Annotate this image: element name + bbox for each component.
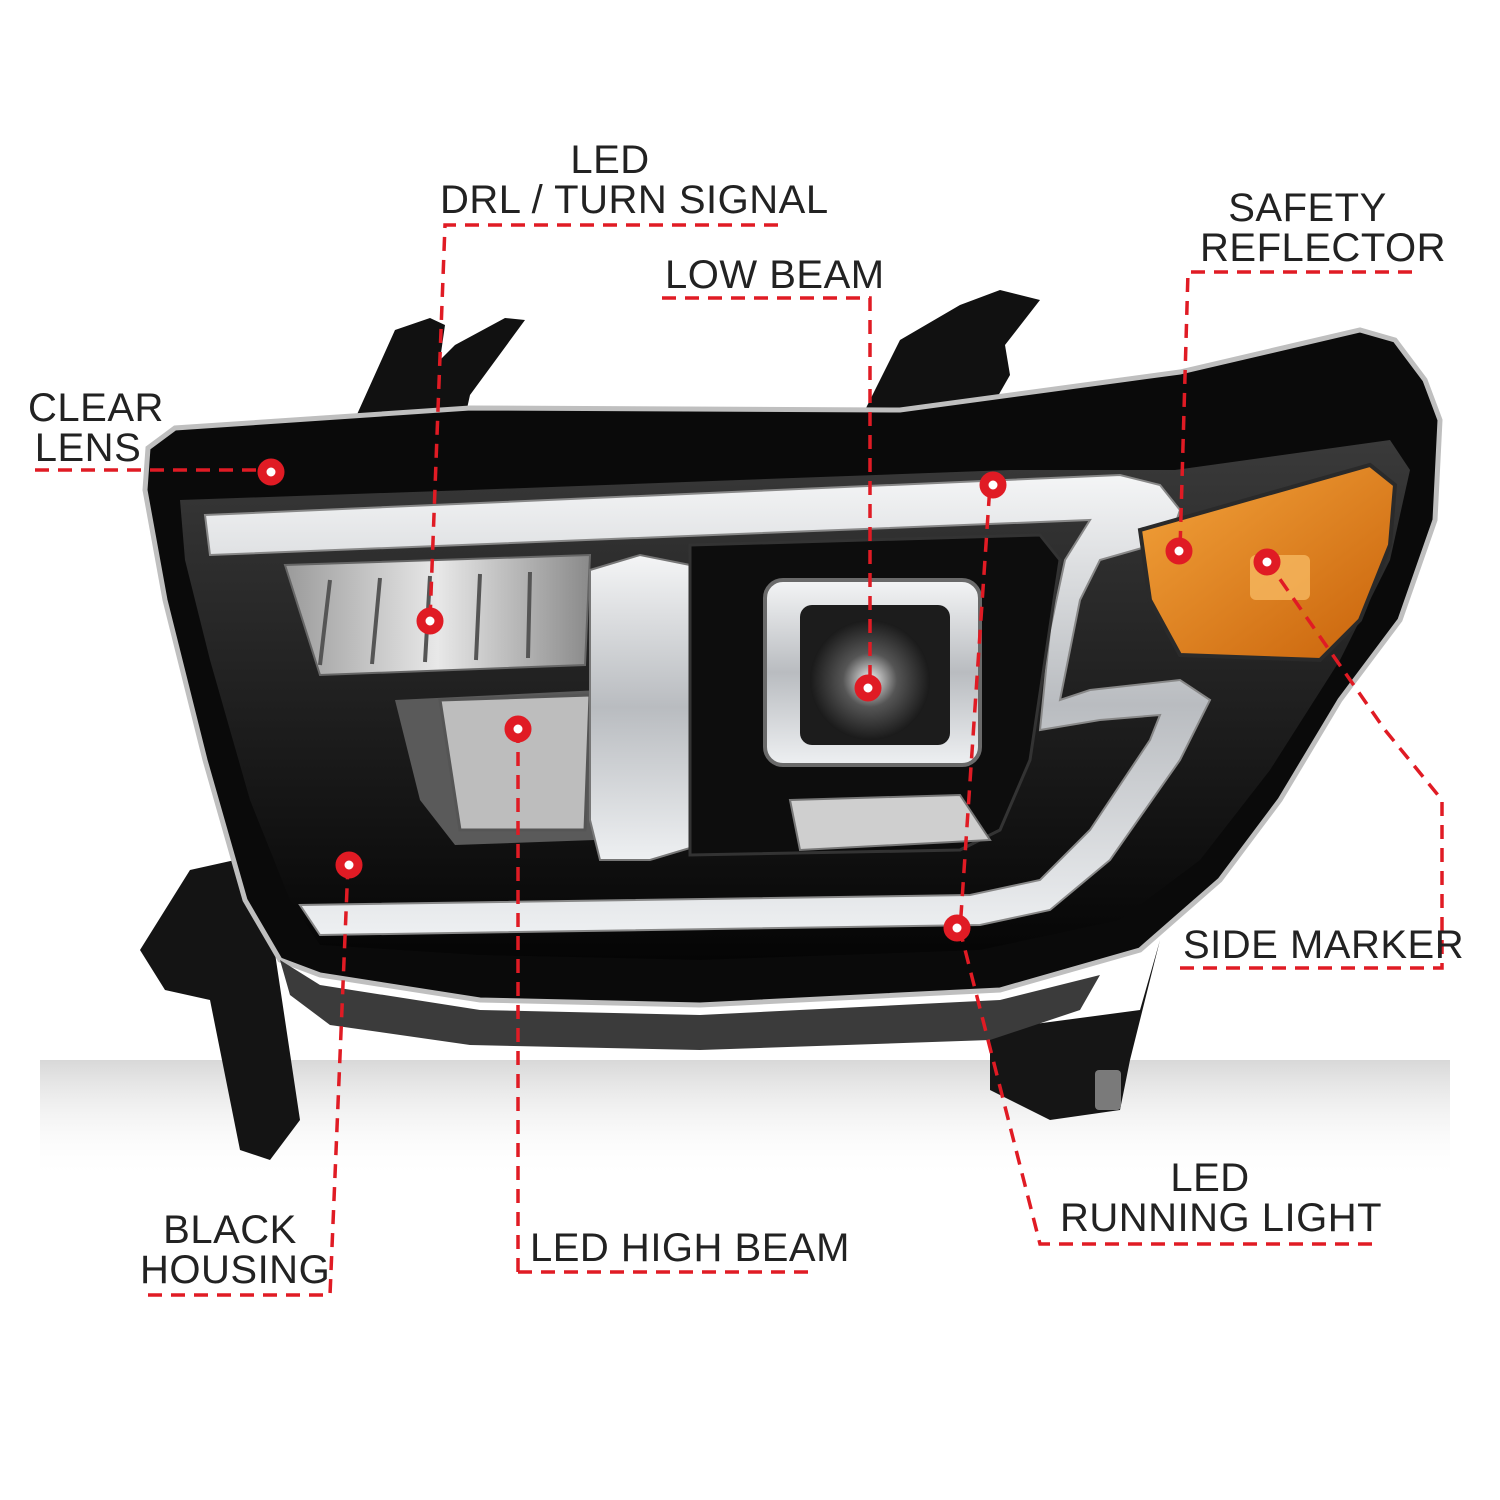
callout-lines — [35, 223, 1444, 1297]
mounting-leg-left — [140, 860, 300, 1160]
label-clear-lens-line2: LENS — [34, 426, 142, 470]
projector-chrome-frame — [589, 553, 702, 861]
label-drl-turn-signal: LED DRL / TURN SIGNAL — [440, 138, 829, 222]
label-clear-lens: CLEAR LENS — [28, 386, 164, 470]
label-led-high-beam: LED HIGH BEAM — [530, 1228, 850, 1268]
high-beam-chrome — [438, 693, 592, 832]
dot-low-beam — [854, 674, 882, 702]
callout-dots — [257, 458, 1281, 942]
callout-line-safety-reflector — [1178, 270, 1412, 551]
dot-side-marker — [1253, 548, 1281, 576]
label-side-marker-line1: SIDE MARKER — [1183, 923, 1465, 967]
label-led-high-beam-line1: LED HIGH BEAM — [530, 1226, 850, 1270]
label-safety-line2: REFLECTOR — [1200, 226, 1447, 270]
label-drl-line1: LED — [570, 138, 650, 182]
callout-line-low-beam — [662, 296, 872, 686]
label-led-running-light: LED RUNNING LIGHT — [1060, 1156, 1383, 1240]
label-low-beam: LOW BEAM — [665, 255, 885, 295]
label-black-housing-line2: HOUSING — [140, 1248, 331, 1292]
dot-drl-turn — [416, 607, 444, 635]
label-clear-lens-line1: CLEAR — [28, 386, 164, 430]
dot-black-housing — [335, 851, 363, 879]
callout-line-led-high-beam — [516, 730, 810, 1274]
bracket-screw — [1095, 1070, 1121, 1110]
mounting-tab-right — [860, 290, 1040, 425]
label-running-line2: RUNNING LIGHT — [1060, 1196, 1383, 1240]
callout-line-side-marker — [1180, 560, 1444, 970]
dot-safety-reflector — [1165, 537, 1193, 565]
lens-bottom-lip — [280, 960, 1100, 1050]
dot-led-running-bottom — [943, 914, 971, 942]
label-low-beam-line1: LOW BEAM — [665, 253, 885, 297]
led-light-bar — [203, 473, 1212, 937]
label-black-housing: BLACK HOUSING — [140, 1208, 331, 1292]
dot-led-high-beam — [504, 715, 532, 743]
label-drl-line2: DRL / TURN SIGNAL — [440, 178, 829, 222]
dot-led-running-top — [979, 471, 1007, 499]
label-black-housing-line1: BLACK — [163, 1208, 297, 1252]
callout-line-drl-turn — [428, 223, 778, 621]
label-side-marker: SIDE MARKER — [1183, 925, 1464, 965]
label-safety-reflector: SAFETY REFLECTOR — [1200, 186, 1447, 270]
dot-clear-lens — [257, 458, 285, 486]
label-safety-line1: SAFETY — [1228, 186, 1387, 230]
callout-line-led-running — [958, 484, 1372, 1246]
label-running-line1: LED — [1170, 1156, 1250, 1200]
callout-line-black-housing — [148, 864, 350, 1297]
projector-lower-shroud — [788, 793, 992, 852]
